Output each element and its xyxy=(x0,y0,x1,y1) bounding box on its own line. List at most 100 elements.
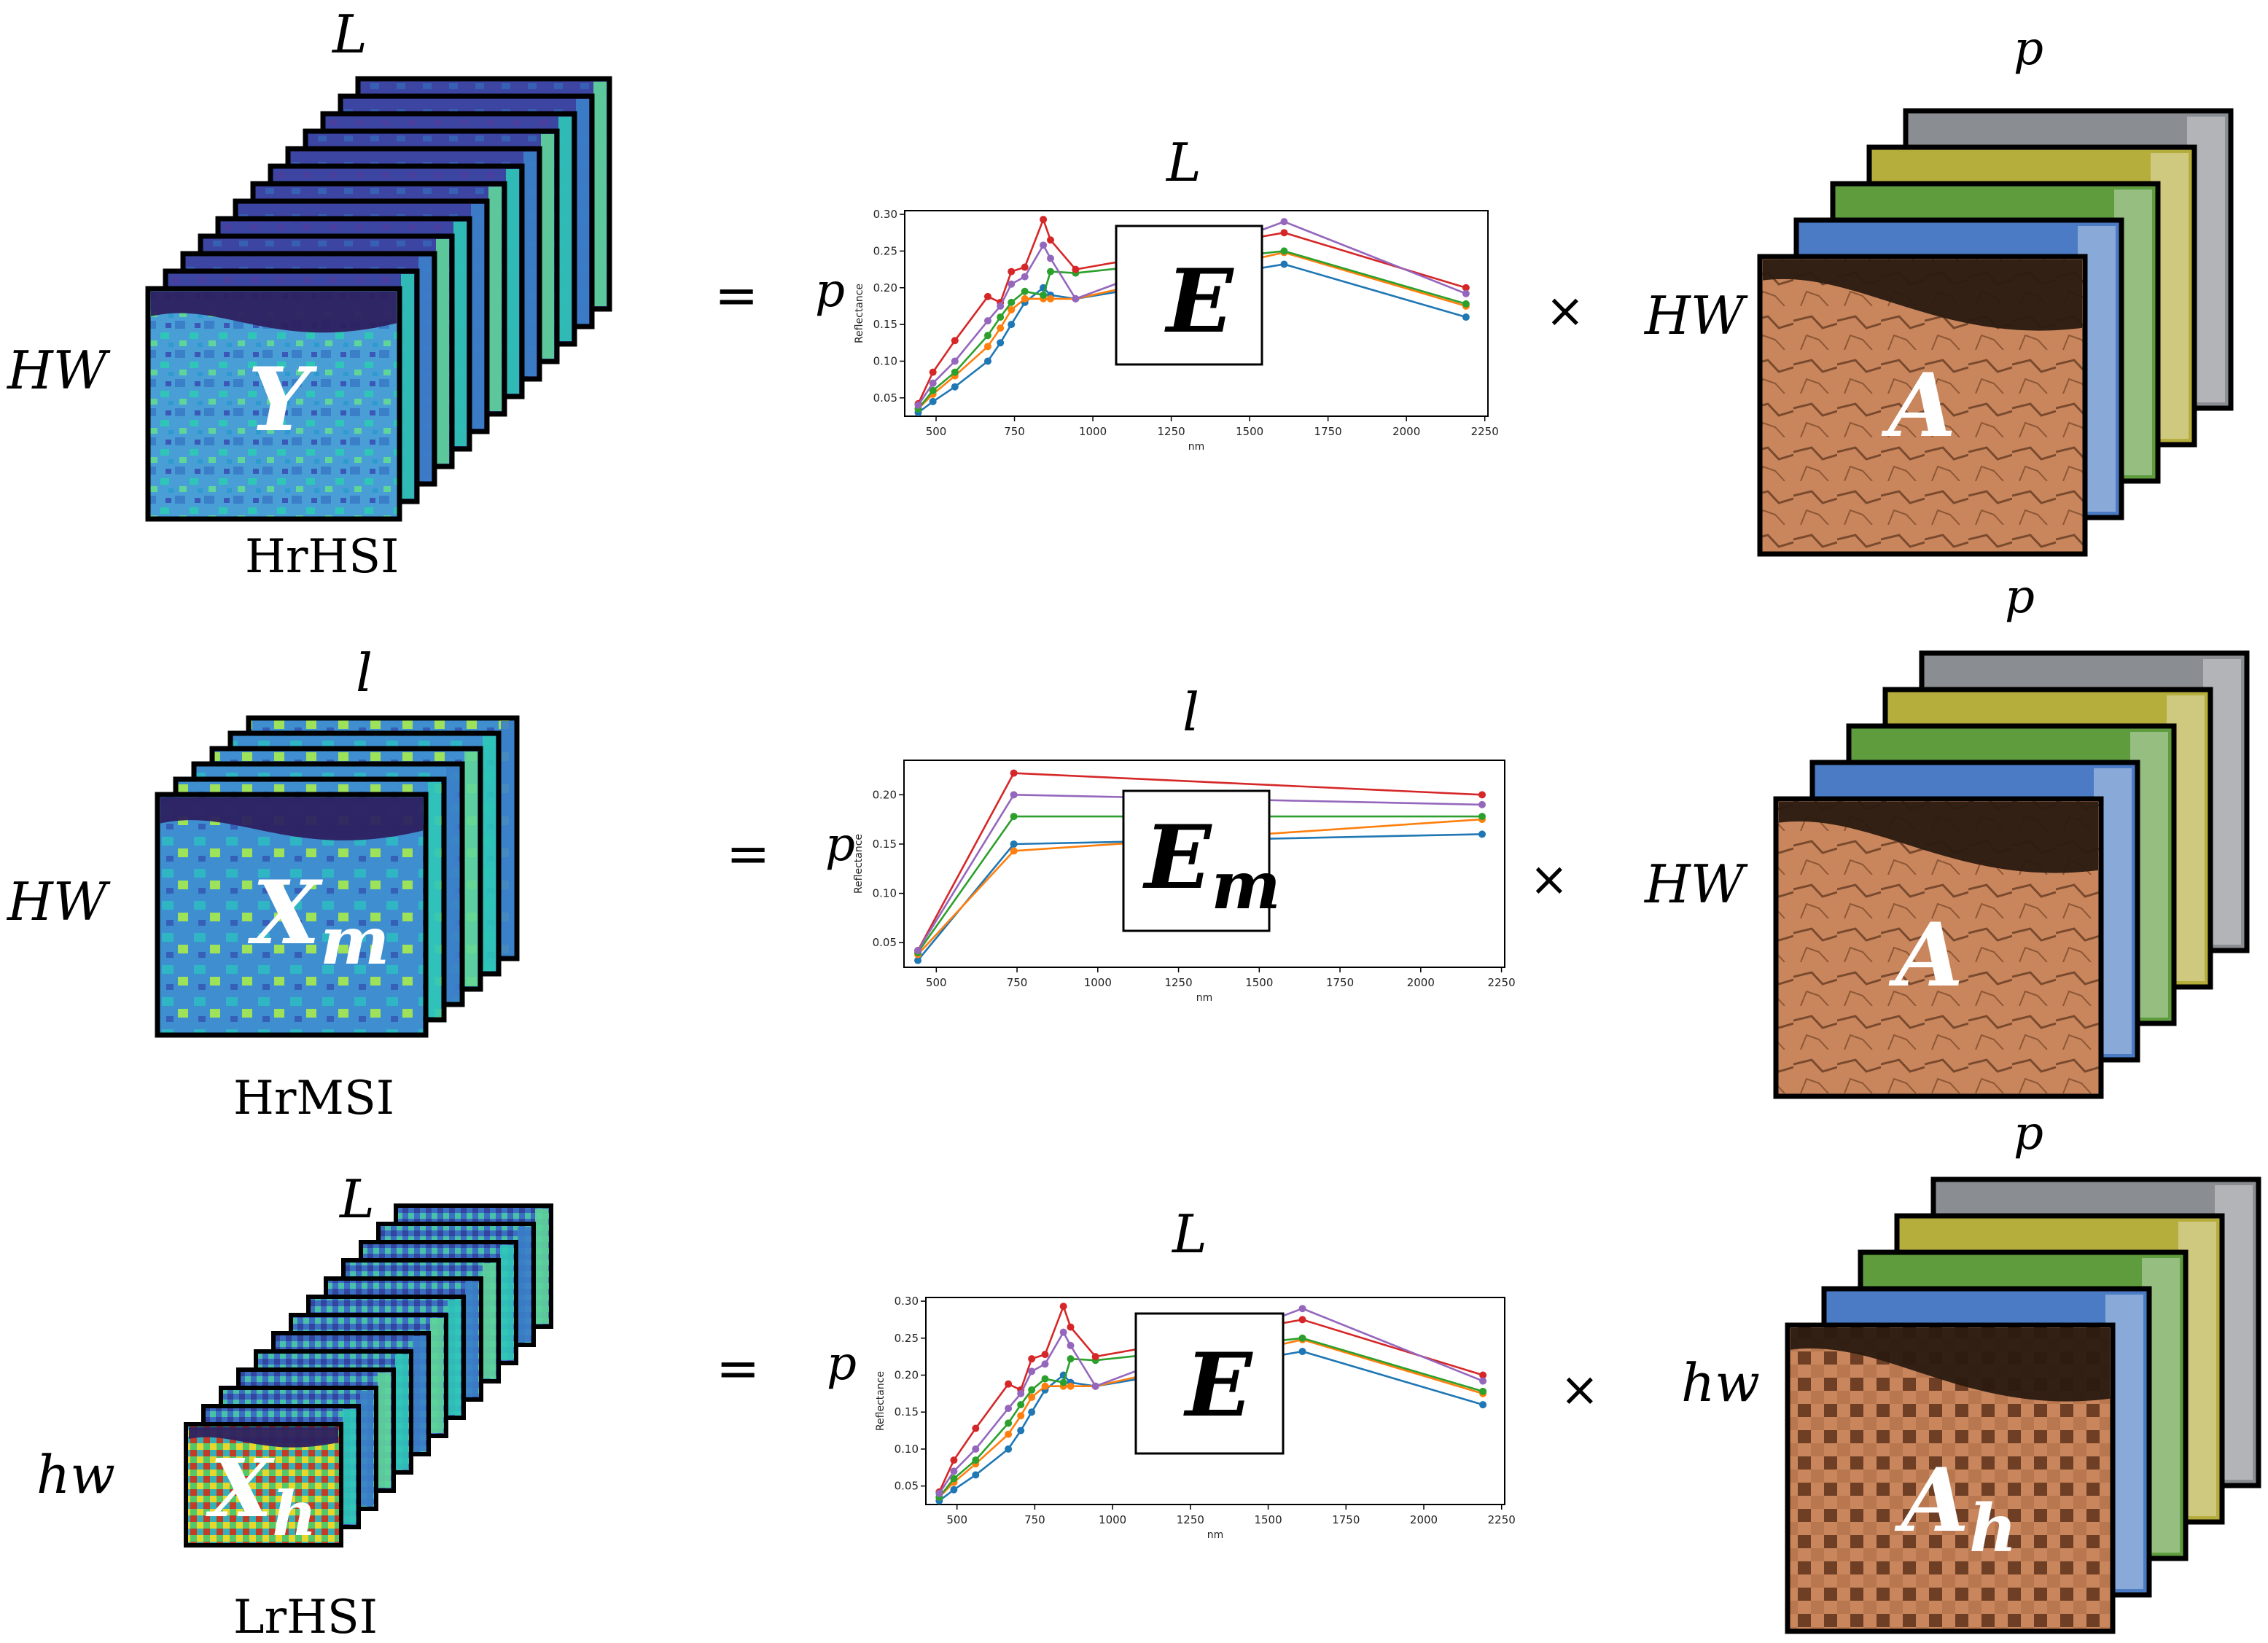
data-point xyxy=(1028,1408,1036,1416)
y-tick-label: 0.05 xyxy=(873,391,897,405)
lrhsi-caption: LrHSI xyxy=(233,1591,378,1643)
band-edge-strip xyxy=(464,752,478,986)
lrhsi-cube-stack xyxy=(184,1203,553,1548)
row1-abundance-letter: A xyxy=(1881,354,1956,457)
data-point xyxy=(950,1467,958,1475)
data-point xyxy=(1017,1389,1025,1397)
row3-endmember-count-label: p xyxy=(827,1337,857,1391)
row3-side-label: hw xyxy=(36,1444,115,1505)
abundance-stack-1 xyxy=(1757,108,2234,557)
data-point xyxy=(1047,268,1054,276)
x-tick-label: 1500 xyxy=(1254,1513,1282,1526)
x-tick-label: 1750 xyxy=(1326,976,1354,989)
data-point xyxy=(1280,218,1288,226)
band-edge-strip xyxy=(413,1336,426,1451)
endmember-matrix-box xyxy=(1115,225,1263,366)
front-frame xyxy=(184,1422,343,1548)
data-point xyxy=(1067,1341,1075,1349)
x-tick-label: 2250 xyxy=(1488,1513,1516,1526)
data-point xyxy=(1005,1430,1013,1438)
band-edge-strip xyxy=(535,1209,548,1324)
y-tick-label: 0.25 xyxy=(895,1332,919,1345)
data-point xyxy=(951,357,959,365)
data-point xyxy=(1047,254,1054,262)
data-point xyxy=(1479,1371,1487,1379)
data-point xyxy=(1028,1393,1036,1401)
y-tick-label: 0.10 xyxy=(873,887,897,900)
data-point xyxy=(1028,1386,1036,1394)
y-tick-label: 0.10 xyxy=(895,1443,919,1456)
data-point xyxy=(1478,813,1486,821)
data-point xyxy=(929,368,937,376)
series-line xyxy=(938,1337,1484,1498)
series-line xyxy=(938,1303,1484,1493)
data-point xyxy=(1028,1355,1036,1363)
y-tick-label: 0.20 xyxy=(895,1369,919,1382)
band-edge-strip xyxy=(428,782,441,1017)
data-point xyxy=(1047,236,1054,244)
data-point xyxy=(1021,294,1029,303)
data-point xyxy=(1298,1348,1306,1356)
data-point xyxy=(1017,1427,1025,1435)
band-edge-strip xyxy=(453,222,467,446)
data-point xyxy=(1021,273,1029,281)
row1-endmember-letter: E xyxy=(1164,250,1234,353)
band-edge-strip xyxy=(430,1318,443,1433)
x-tick-label: 2000 xyxy=(1392,425,1420,438)
data-point xyxy=(1298,1334,1306,1342)
y-axis-label: Reflectance xyxy=(853,834,865,894)
data-point xyxy=(1008,298,1016,306)
data-point xyxy=(972,1471,980,1479)
data-point xyxy=(983,343,991,351)
data-point xyxy=(1462,300,1470,308)
data-point xyxy=(914,401,922,409)
series-line xyxy=(917,263,1467,414)
x-tick-label: 1500 xyxy=(1245,976,1273,989)
hrhsi-caption: HrHSI xyxy=(245,530,399,584)
y-tick-label: 0.20 xyxy=(873,788,897,801)
row2-endmember-letter: Em xyxy=(1142,806,1281,924)
hrmsi-cube-stack xyxy=(155,715,520,1038)
row2-times-sign: × xyxy=(1529,853,1569,907)
data-point xyxy=(983,357,991,365)
row2-chart-band-label: l xyxy=(1182,682,1199,743)
row1-equals-sign: = xyxy=(714,265,758,326)
band-edge-strip xyxy=(418,257,432,481)
data-point xyxy=(935,1489,943,1497)
data-point xyxy=(1040,216,1048,224)
x-tick-label: 500 xyxy=(946,1513,967,1526)
x-tick-label: 500 xyxy=(926,425,947,438)
x-tick-label: 2250 xyxy=(1487,976,1515,989)
data-point xyxy=(1017,1412,1025,1420)
x-tick-label: 1000 xyxy=(1079,425,1107,438)
band-edge-strip xyxy=(593,82,607,306)
data-point xyxy=(972,1445,980,1453)
y-tick-label: 0.15 xyxy=(895,1405,919,1418)
front-frame xyxy=(145,286,402,522)
data-point xyxy=(1008,305,1016,313)
row3-abundance-letter: Ah xyxy=(1894,1449,2017,1567)
x-tick-label: 750 xyxy=(1004,425,1025,438)
data-point xyxy=(1008,280,1016,288)
river-region xyxy=(189,1427,338,1448)
y-tick-label: 0.10 xyxy=(873,354,897,367)
data-point xyxy=(1021,263,1029,271)
x-axis-label: nm xyxy=(1196,992,1213,1004)
data-point xyxy=(1462,289,1470,297)
hrhsi-cube-letter: Y xyxy=(248,348,318,451)
data-point xyxy=(1005,1445,1013,1453)
data-point xyxy=(1091,1353,1099,1361)
row3-equals-sign: = xyxy=(716,1338,760,1399)
data-point xyxy=(1067,1382,1075,1390)
band-edge-strip xyxy=(576,99,589,324)
band-edge-strip xyxy=(360,1391,373,1506)
y-tick-label: 0.05 xyxy=(873,936,897,949)
y-tick-label: 0.15 xyxy=(873,318,897,331)
data-point xyxy=(1478,830,1486,838)
data-point xyxy=(1478,800,1486,808)
y-tick-label: 0.20 xyxy=(873,281,897,294)
